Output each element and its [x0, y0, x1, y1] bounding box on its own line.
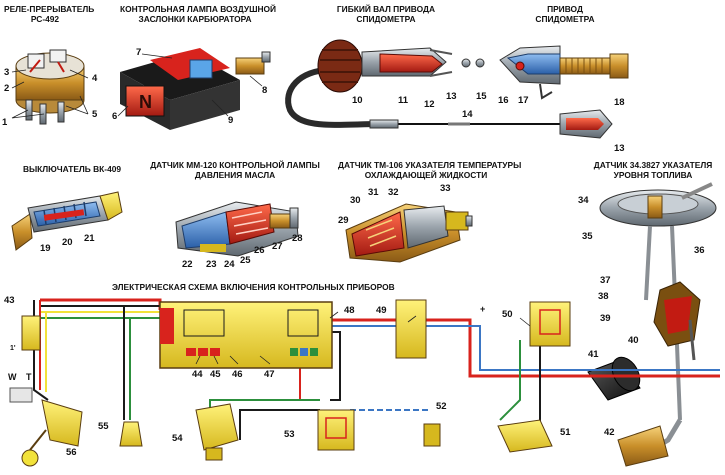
callout-53: 53: [284, 429, 295, 440]
air-damper-lamp-illustration: N: [117, 48, 271, 130]
callout-18: 18: [614, 97, 625, 108]
callout-43: 43: [4, 295, 15, 306]
callout-2: 2: [4, 83, 10, 94]
callout-35: 35: [582, 231, 593, 242]
callout-4: 4: [92, 73, 98, 84]
fuel-level-sensor-illustration: [587, 182, 717, 467]
caption-relay-model: РС-492: [30, 14, 60, 24]
callout-56: 56: [66, 447, 77, 458]
callout-30: 30: [350, 195, 361, 206]
speedometer-shaft-illustration: [285, 39, 613, 139]
callout-41: 41: [588, 349, 599, 360]
callout-49: 49: [376, 305, 387, 316]
callout-15: 15: [476, 91, 487, 102]
caption-drive-line2: СПИДОМЕТРА: [535, 14, 595, 24]
callout-36: 36: [694, 245, 705, 256]
oil-pressure-sensor-illustration: [175, 201, 299, 257]
callout-47: 47: [264, 369, 275, 380]
caption-fuel-line2: УРОВНЯ ТОПЛИВА: [613, 170, 693, 180]
callout-14: 14: [462, 109, 473, 120]
callout-24: 24: [224, 259, 235, 270]
callout-28: 28: [292, 233, 303, 244]
speedometer-drive-illustration: [499, 45, 629, 100]
callout-40: 40: [628, 335, 639, 346]
callout-21: 21: [84, 233, 95, 244]
callout-1: 1: [2, 117, 8, 128]
callout-34: 34: [578, 195, 589, 206]
callout-19: 19: [40, 243, 51, 254]
callout-22: 22: [182, 259, 193, 270]
caption-relay: РЕЛЕ-ПРЕРЫВАТЕЛЬ: [4, 4, 95, 14]
callout-16: 16: [498, 95, 509, 106]
caption-shaft-line1: ГИБКИЙ ВАЛ ПРИВОДА: [336, 4, 436, 14]
caption-lamp-line2: ЗАСЛОНКИ КАРБЮРАТОРА: [138, 14, 252, 24]
caption-fuel-line1: ДАТЧИК 34.3827 УКАЗАТЕЛЯ: [593, 160, 713, 170]
callout-25: 25: [240, 255, 251, 266]
callout-39: 39: [600, 313, 611, 324]
caption-lamp-line1: КОНТРОЛЬНАЯ ЛАМПА ВОЗДУШНОЙ: [120, 4, 277, 14]
callout-6: 6: [112, 111, 118, 122]
callout-11: 11: [398, 95, 409, 106]
callout-12: 12: [424, 99, 435, 110]
wiring-scheme-illustration: [9, 298, 720, 467]
callout-51: 51: [560, 427, 571, 438]
callout-50: 50: [502, 309, 513, 320]
callout-8: 8: [262, 85, 268, 96]
callout-44: 44: [192, 369, 203, 380]
terminal-w: W: [8, 372, 17, 382]
terminal-one-prime: 1': [10, 345, 16, 352]
callout-20: 20: [62, 237, 73, 248]
callout-23: 23: [206, 259, 217, 270]
callout-7: 7: [136, 47, 142, 58]
caption-shaft-line2: СПИДОМЕТРА: [356, 14, 416, 24]
callout-42: 42: [604, 427, 615, 438]
callout-38: 38: [598, 291, 609, 302]
callout-5: 5: [92, 109, 98, 120]
caption-drive-line1: ПРИВОД: [547, 4, 583, 14]
callout-52: 52: [436, 401, 447, 412]
callout-48: 48: [344, 305, 355, 316]
caption-oil-line1: ДАТЧИК ММ-120 КОНТРОЛЬНОЙ ЛАМПЫ: [150, 160, 320, 170]
callout-33: 33: [440, 183, 451, 194]
callout-17: 17: [518, 95, 529, 106]
callout-13b: 13: [614, 143, 625, 154]
callout-10: 10: [352, 95, 363, 106]
callout-31: 31: [368, 187, 379, 198]
callout-3: 3: [4, 67, 10, 78]
callout-26: 26: [254, 245, 265, 256]
callout-55: 55: [98, 421, 109, 432]
caption-switch: ВЫКЛЮЧАТЕЛЬ ВК-409: [22, 164, 122, 174]
polarity-plus: +: [480, 304, 486, 314]
switch-vk409-illustration: [11, 191, 123, 251]
callout-27: 27: [272, 241, 283, 252]
terminal-t: T: [26, 372, 32, 382]
caption-scheme: ЭЛЕКТРИЧЕСКАЯ СХЕМА ВКЛЮЧЕНИЯ КОНТРОЛЬНЫ…: [112, 282, 395, 292]
caption-oil-line2: ДАВЛЕНИЯ МАСЛА: [194, 170, 276, 180]
callout-29: 29: [338, 215, 349, 226]
caption-temp-line1: ДАТЧИК ТМ-106 УКАЗАТЕЛЯ ТЕМПЕРАТУРЫ: [338, 160, 522, 170]
coolant-temp-sensor-illustration: [345, 203, 473, 263]
callout-45: 45: [210, 369, 221, 380]
callout-32: 32: [388, 187, 399, 198]
svg-text:N: N: [139, 92, 152, 112]
callout-13: 13: [446, 91, 457, 102]
callout-46: 46: [232, 369, 243, 380]
callout-37: 37: [600, 275, 611, 286]
callout-54: 54: [172, 433, 183, 444]
relay-interrupter-illustration: [11, 49, 89, 125]
callout-9: 9: [228, 115, 234, 126]
caption-temp-line2: ОХЛАЖДАЮЩЕЙ ЖИДКОСТИ: [364, 170, 488, 180]
